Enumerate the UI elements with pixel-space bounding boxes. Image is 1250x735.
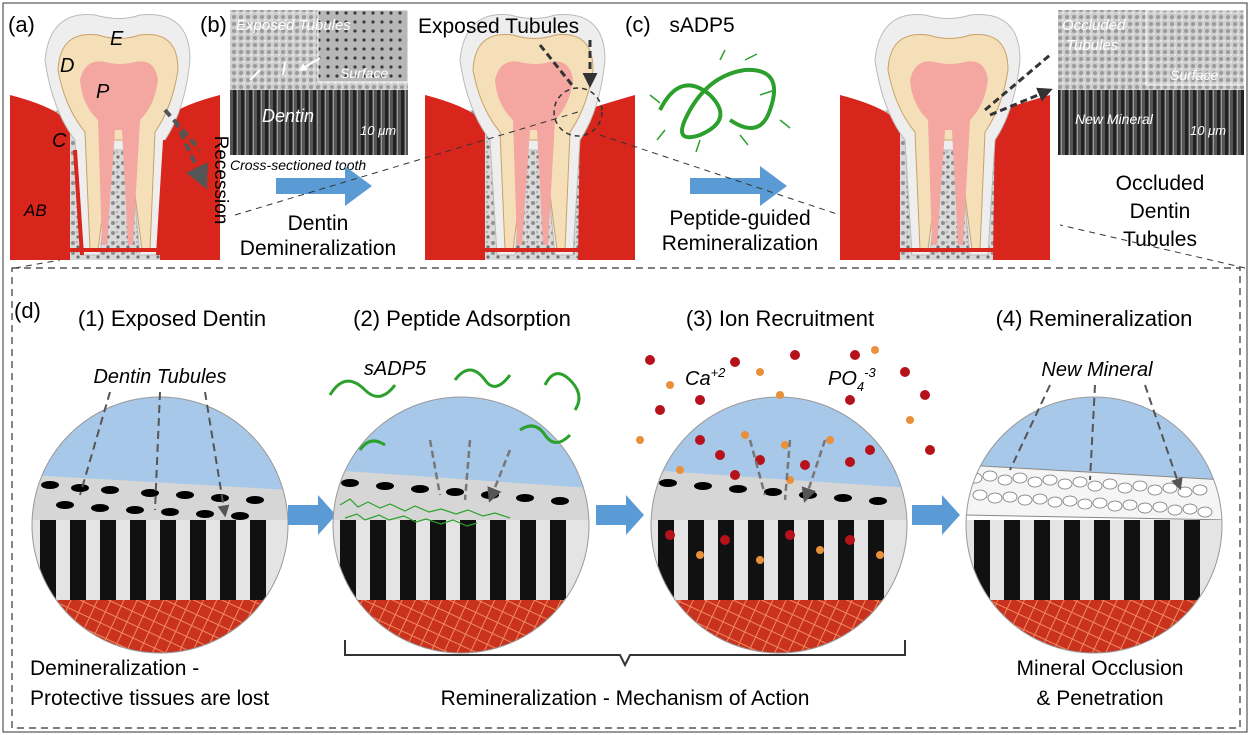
new-mineral-arrows [1009, 384, 1180, 488]
arrow-b-line1: Dentin [288, 212, 349, 235]
arrow-b-line2: Demineralization [240, 237, 396, 260]
pulp-label: P [96, 81, 110, 103]
sem-dentin-label: Dentin [262, 106, 314, 126]
sem-image-occluded: Occluded Tubules Surface New Mineral 10 … [1058, 9, 1245, 155]
arrow-c-line1: Peptide-guided [669, 207, 810, 230]
arrow-step-2-3 [596, 495, 644, 535]
caption-right-2: & Penetration [1036, 687, 1163, 710]
floating-peptides [328, 368, 581, 451]
result-line1: Occluded [1116, 172, 1205, 195]
sem-exposed-tubules-label: Exposed Tubules [236, 17, 351, 34]
panel-c-label: (c) [625, 12, 651, 37]
occluded-arrows [984, 53, 1050, 117]
peptide-label: sADP5 [669, 14, 734, 37]
recession-arrows [163, 108, 205, 185]
caption-left-2: Protective tissues are lost [30, 687, 269, 710]
step2-circle [333, 397, 589, 653]
caption-middle: Remineralization - Mechanism of Action [441, 687, 810, 710]
tooth-scene-demineralized [425, 14, 635, 260]
enamel-label: E [110, 28, 124, 50]
panel-b-label: (b) [200, 12, 227, 37]
sem-image-exposed: Exposed Tubules Surface Dentin 10 μm [230, 9, 409, 155]
step4-title: (4) Remineralization [996, 306, 1193, 331]
sem-surface-label-2: Surface [1170, 67, 1218, 83]
arrow-remineralization [690, 166, 787, 206]
phosphate-label: PO4-3 [828, 365, 876, 394]
step1-title: (1) Exposed Dentin [78, 306, 266, 331]
sem-occluded-label-2: Tubules [1066, 37, 1119, 54]
tooth-scene-occluded [840, 14, 1050, 260]
caption-left-1: Demineralization - [30, 657, 199, 680]
arrow-c-line2: Remineralization [662, 232, 818, 255]
sem-scale-label: 10 μm [360, 123, 396, 138]
step3-title: (3) Ion Recruitment [686, 306, 874, 331]
cross-section-label: Cross-sectioned tooth [230, 157, 366, 173]
step3-circle [651, 397, 907, 653]
result-line2: Dentin [1130, 200, 1191, 223]
zoom-lines [14, 111, 1246, 269]
step4-circle-outline [965, 396, 1223, 654]
panel-d-frame [11, 267, 1241, 729]
calcium-label: Ca+2 [685, 365, 726, 390]
dentin-tubules-arrows [79, 391, 225, 515]
mechanism-bracket [344, 640, 906, 668]
dentin-label: D [60, 55, 74, 77]
tooth-scene-healthy [10, 14, 220, 260]
sem-scale-label-2: 10 μm [1190, 123, 1226, 138]
sem-surface-label: Surface [340, 65, 388, 81]
alveolar-bone-label: AB [23, 201, 47, 220]
arrow-demineralization [276, 166, 372, 206]
step2-circle-outline [332, 396, 590, 654]
sem-occluded-label-1: Occluded [1062, 17, 1126, 34]
new-mineral-label: New Mineral [1041, 359, 1153, 381]
caption-right-1: Mineral Occlusion [1017, 657, 1184, 680]
exposed-tubules-arrows [538, 40, 590, 85]
tooth-layer-labels: E D P C AB [23, 28, 124, 220]
sadp5-label: sADP5 [364, 358, 427, 380]
cementum-label: C [52, 130, 67, 152]
peptide-arrows [428, 439, 512, 500]
ion-arrows [748, 439, 827, 500]
sem-new-mineral-label: New Mineral [1075, 111, 1154, 127]
panel-d-label: (d) [14, 298, 41, 323]
panel-a-label: (a) [8, 12, 35, 37]
peptide-structure [649, 49, 791, 153]
result-line3: Tubules [1123, 228, 1197, 251]
recession-label: Recession [210, 136, 231, 225]
arrow-step-3-4 [912, 495, 960, 535]
arrow-step-1-2 [288, 495, 336, 535]
free-ions [636, 346, 935, 455]
step2-title: (2) Peptide Adsorption [353, 306, 571, 331]
exposed-tubules-label: Exposed Tubules [418, 15, 579, 38]
dentin-tubules-label: Dentin Tubules [93, 366, 226, 388]
